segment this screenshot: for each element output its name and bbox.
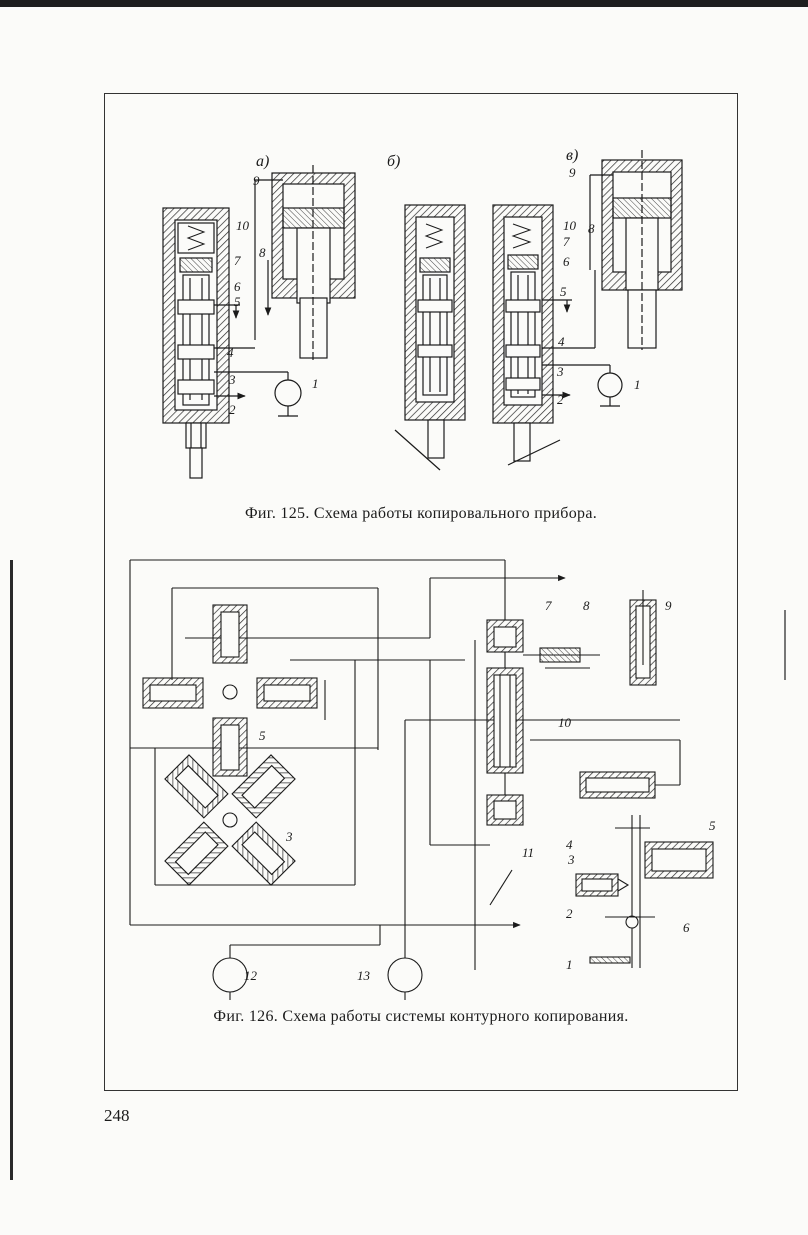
fig125-v-label-8: 8 [588,221,595,236]
fig126-label-13: 13 [357,968,371,983]
fig125-panel-label-a: а) [256,153,269,170]
fig125-v-label-7: 7 [563,234,570,249]
fig126-label-10: 10 [558,715,572,730]
fig126-label-9: 9 [665,598,672,613]
figure-125 [163,150,682,478]
fig125-v-label-9: 9 [569,165,576,180]
fig126-label-1: 1 [566,957,573,972]
fig125-panel-v-cylinder [590,150,682,350]
fig126-label-7: 7 [545,598,552,613]
fig126-label-5-left: 5 [259,728,266,743]
fig125-v-label-4: 4 [558,334,565,349]
fig125-a-label-10: 10 [236,218,250,233]
fig126-label-3-left: 3 [285,829,293,844]
fig126-label-4: 4 [566,837,573,852]
fig125-a-label-1: 1 [312,376,319,391]
fig125-panel-label-b: б) [387,153,400,170]
fig126-label-2: 2 [566,906,573,921]
fig125-a-label-2: 2 [229,402,236,417]
fig126-label-8: 8 [583,598,590,613]
fig125-v-label-1: 1 [634,377,641,392]
fig126-tracer-mechanism [576,815,713,968]
fig125-a-label-8: 8 [259,245,266,260]
fig125-a-label-9: 9 [253,173,260,188]
fig125-panel-a-valve [163,208,229,478]
fig126-label-6: 6 [683,920,690,935]
fig125-v-label-10: 10 [563,218,577,233]
fig125-v-label-6: 6 [563,254,570,269]
fig125-panel-label-v: в) [566,147,578,164]
fig125-v-label-2: 2 [557,392,564,407]
fig126-cylinder-9 [630,590,656,685]
figure-126-caption: Фиг. 126. Схема работы системы контурног… [104,1008,738,1026]
fig126-label-11: 11 [522,845,534,860]
fig125-v-label-3: 3 [556,364,564,379]
fig125-a-label-6: 6 [234,279,241,294]
fig125-panel-b-left-valve [395,205,465,470]
fig126-label-3-right: 3 [567,852,575,867]
figure-125-caption: Фиг. 125. Схема работы копировального пр… [104,505,738,523]
fig126-cylinder-right [580,772,655,798]
fig125-a-label-7: 7 [234,253,241,268]
fig125-panel-b-right-valve [493,205,560,465]
fig126-label-5-right: 5 [709,818,716,833]
fig125-a-label-5: 5 [234,294,241,309]
fig126-label-12: 12 [244,968,258,983]
figure-126 [130,560,713,1000]
fig125-v-label-5: 5 [560,284,567,299]
page-number: 248 [104,1106,130,1126]
fig125-panel-a-cylinder [255,165,355,360]
fig126-cross-upper [143,605,317,776]
fig125-a-label-4: 4 [227,345,234,360]
fig125-a-label-3: 3 [228,372,236,387]
